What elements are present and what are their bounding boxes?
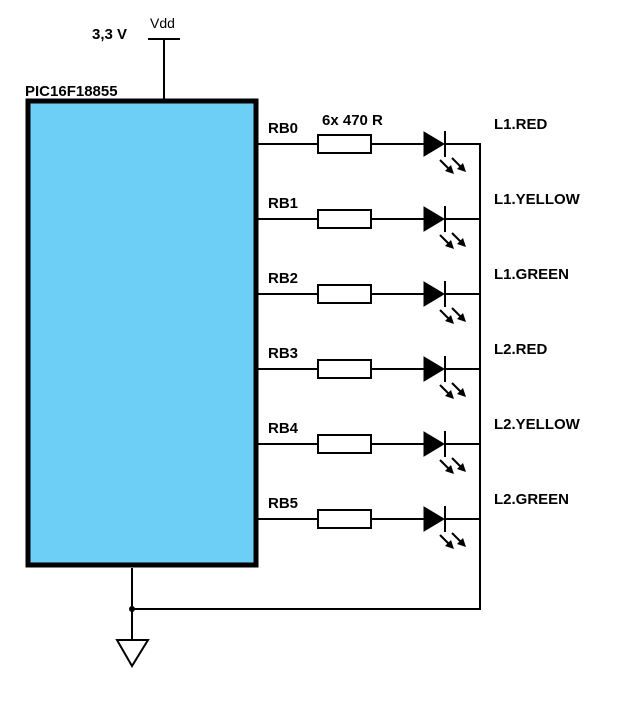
junction-dot [129, 606, 135, 612]
light-arrowhead [445, 540, 454, 549]
resistor [317, 284, 372, 304]
light-arrowhead [457, 388, 466, 397]
light-arrowhead [457, 313, 466, 322]
resistor [317, 434, 372, 454]
led-channels: RB0 L1.RED RB1 L1.YELLOW RB2 L1.GREEN RB3 L2.RE… [256, 116, 581, 549]
chip-name-label: PIC16F18855 [25, 83, 118, 100]
led-diode-icon [423, 131, 445, 157]
light-arrowhead [445, 165, 454, 174]
resistor [317, 359, 372, 379]
pin-label-rb4: RB4 [268, 420, 299, 437]
light-arrowhead [445, 240, 454, 249]
led-label-l1-red: L1.RED [494, 116, 548, 133]
light-arrowhead [457, 463, 466, 472]
resistor [317, 209, 372, 229]
light-arrowhead [457, 163, 466, 172]
led-diode-icon [423, 356, 445, 382]
pin-label-rb2: RB2 [268, 270, 298, 287]
pin-label-rb1: RB1 [268, 195, 298, 212]
led-diode-icon [423, 206, 445, 232]
light-arrowhead [445, 465, 454, 474]
resistor-value-label: 6x 470 R [322, 112, 383, 129]
led-label-l2-green: L2.GREEN [494, 491, 569, 508]
pin-label-rb3: RB3 [268, 345, 298, 362]
ground-icon [115, 639, 150, 668]
supply-voltage-label: 3,3 V [92, 26, 127, 43]
resistor [317, 509, 372, 529]
microcontroller-chip [25, 98, 259, 568]
led-diode-icon [423, 506, 445, 532]
led-label-l2-yellow: L2.YELLOW [494, 416, 581, 433]
pin-label-rb5: RB5 [268, 495, 298, 512]
light-arrowhead [445, 390, 454, 399]
led-diode-icon [423, 281, 445, 307]
led-label-l1-green: L1.GREEN [494, 266, 569, 283]
led-diode-icon [423, 431, 445, 457]
led-label-l1-yellow: L1.YELLOW [494, 191, 581, 208]
led-label-l2-red: L2.RED [494, 341, 548, 358]
light-arrowhead [457, 238, 466, 247]
vdd-label: Vdd [150, 15, 175, 31]
pin-label-rb0: RB0 [268, 120, 298, 137]
light-arrowhead [445, 315, 454, 324]
light-arrowhead [457, 538, 466, 547]
resistor [317, 134, 372, 154]
